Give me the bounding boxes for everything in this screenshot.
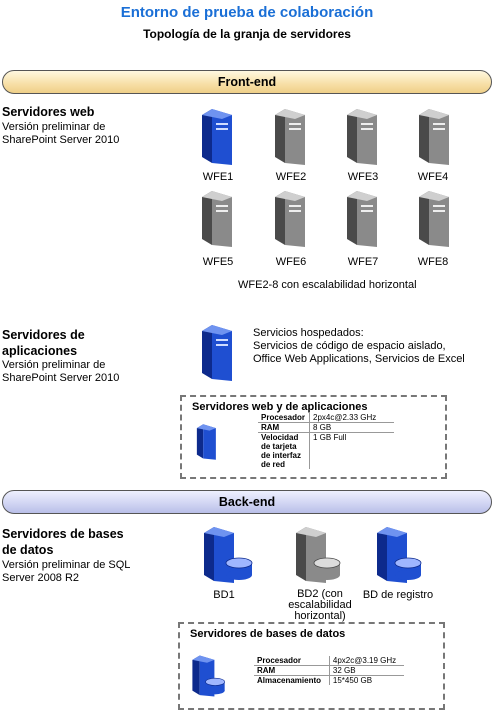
wfe1-server-icon <box>198 107 238 172</box>
wfe6-server-icon <box>271 189 311 254</box>
wfe8-server-icon <box>415 189 455 254</box>
web-app-spec-server-icon <box>194 423 220 466</box>
app-servers-sub-line2: SharePoint Server 2010 <box>2 372 120 384</box>
web-servers-sub-line1: Versión preliminar de <box>2 121 106 133</box>
spec-value: 32 GB <box>329 665 404 676</box>
db-servers-sub-line1: Versión preliminar de SQL <box>2 559 131 571</box>
wfe4-server-icon <box>415 107 455 172</box>
app-servers-sub-line1: Versión preliminar de <box>2 359 106 371</box>
wfe5-server-icon <box>198 189 238 254</box>
front-end-band: Front-end <box>2 70 492 94</box>
wfe2-server-icon <box>271 107 311 172</box>
hosted-services-line3: Office Web Applications, Servicios de Ex… <box>253 353 465 365</box>
db-spec-server-icon <box>188 654 232 703</box>
bd2-server-icon <box>292 525 348 590</box>
spec-key: Procesador <box>258 413 310 423</box>
db-servers-sub-line2: Server 2008 R2 <box>2 572 80 584</box>
spec-value: 1 GB Full <box>313 433 347 442</box>
wfe4-label: WFE4 <box>417 171 449 183</box>
wfe7-server-icon <box>343 189 383 254</box>
wfe7-label: WFE7 <box>347 256 379 268</box>
web-servers-sub-line2: SharePoint Server 2010 <box>2 134 120 146</box>
spec-key: Procesador <box>254 656 330 666</box>
web-app-spec-title: Servidores web y de aplicaciones <box>192 401 368 413</box>
wfe6-label: WFE6 <box>275 256 307 268</box>
db-servers-title-line1: Servidores de bases <box>2 527 124 541</box>
bd-registro-server-icon <box>373 525 429 590</box>
spec-key: RAM <box>254 665 330 676</box>
bd-registro-label: BD de registro <box>362 589 434 601</box>
diagram-title: Entorno de prueba de colaboración <box>120 4 374 21</box>
spec-value: 15*450 GB <box>332 676 373 685</box>
wfe1-label: WFE1 <box>202 171 234 183</box>
hosted-services-line2: Servicios de código de espacio aislado, <box>253 340 446 352</box>
db-servers-title-line2: de datos <box>2 543 54 557</box>
wfe2-label: WFE2 <box>275 171 307 183</box>
bd2-label: BD2 (con escalabilidad horizontal) <box>288 588 352 622</box>
spec-value: 2px4c@2.33 GHz <box>309 413 394 423</box>
back-end-band: Back-end <box>2 490 492 514</box>
spec-key: Almacenamiento <box>254 675 330 685</box>
bd1-label: BD1 <box>213 589 235 601</box>
wfe5-label: WFE5 <box>202 256 234 268</box>
wfe3-label: WFE3 <box>347 171 379 183</box>
wfe8-label: WFE8 <box>417 256 449 268</box>
app-servers-title-line1: Servidores de <box>2 328 85 342</box>
hosted-services-line1: Servicios hospedados: <box>253 327 364 339</box>
app-servers-title-line2: aplicaciones <box>2 344 78 358</box>
web-app-spec-box: Servidores web y de aplicaciones Procesa… <box>180 395 447 479</box>
spec-value: 4px2c@3.19 GHz <box>329 656 404 666</box>
spec-key: Velocidad de tarjeta de interfaz de red <box>258 432 310 469</box>
db-spec-title: Servidores de bases de datos <box>190 628 346 640</box>
spec-value: 8 GB <box>309 422 394 433</box>
spec-key: RAM <box>258 422 310 433</box>
bd1-server-icon <box>200 525 256 590</box>
scaling-note: WFE2-8 con escalabilidad horizontal <box>238 279 417 291</box>
wfe3-server-icon <box>343 107 383 172</box>
app-server-icon <box>198 323 238 388</box>
diagram-subtitle: Topología de la granja de servidores <box>143 27 351 41</box>
web-servers-title: Servidores web <box>2 105 95 119</box>
